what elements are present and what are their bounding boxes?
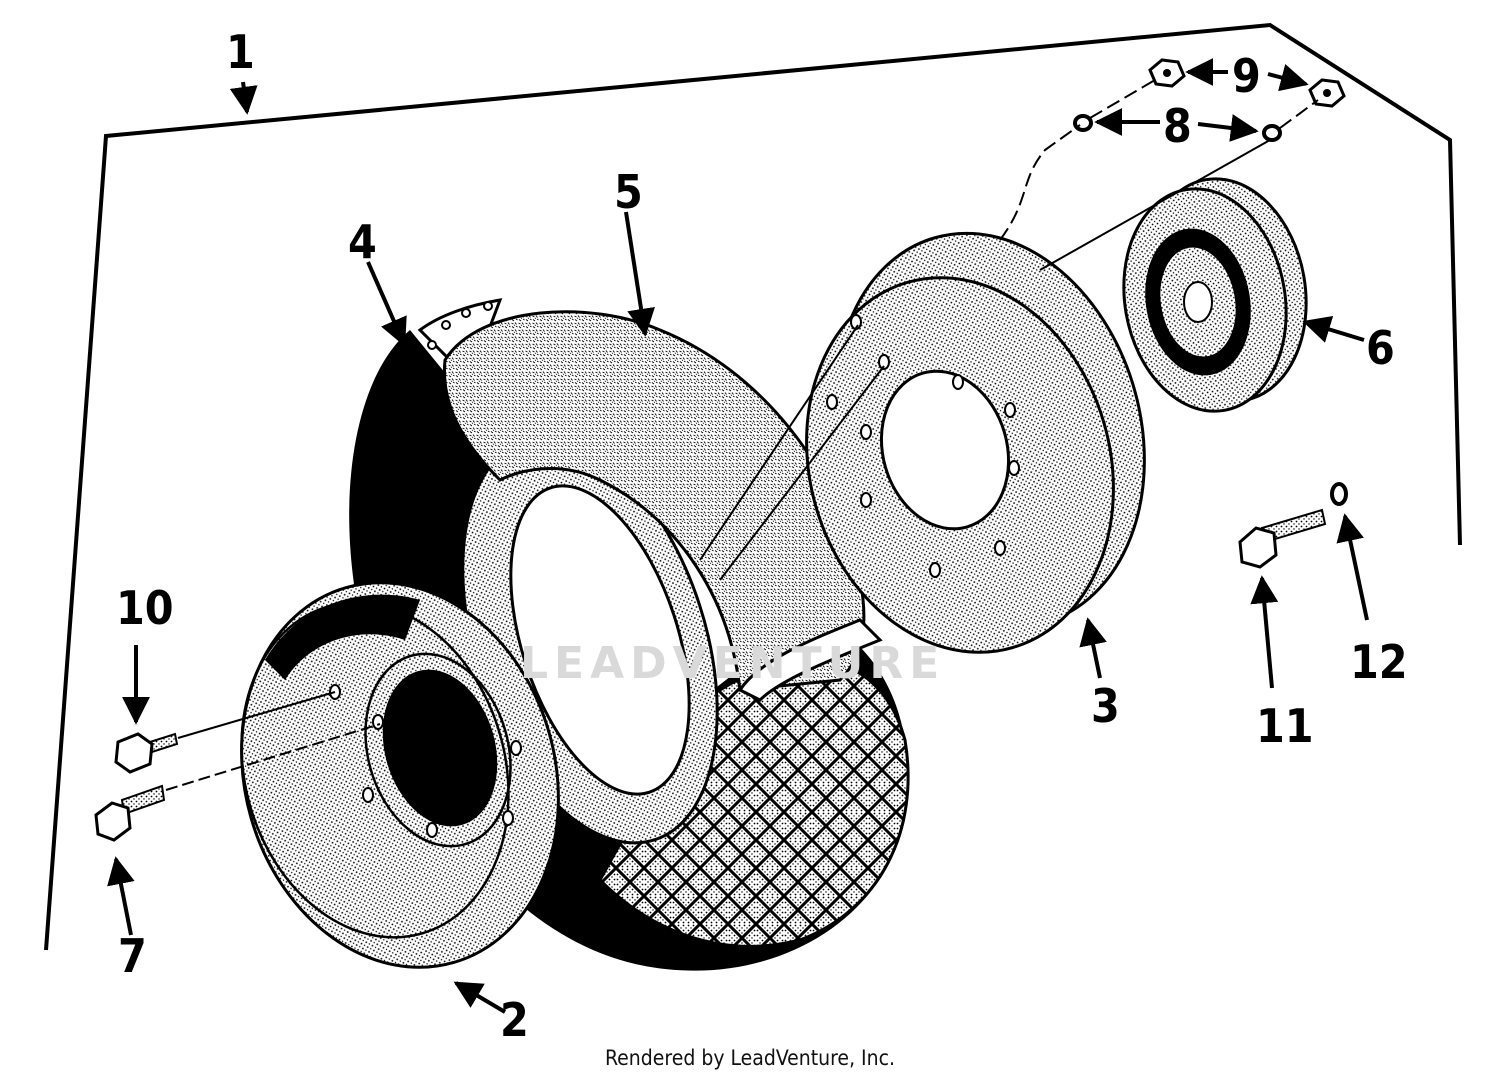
callout-4: 4	[348, 215, 377, 269]
callout-3: 3	[1091, 679, 1120, 733]
callout-9: 9	[1232, 49, 1261, 103]
leader-arrows	[107, 58, 1369, 1014]
callout-10: 10	[116, 581, 174, 635]
assembly-outline	[44, 22, 1462, 951]
callout-12: 12	[1350, 635, 1408, 689]
wheel-half-rear	[805, 231, 1146, 654]
wheel-half-front	[240, 581, 560, 969]
callout-7: 7	[118, 929, 147, 983]
watermark: LEADVENTURE	[520, 638, 945, 689]
wheel-hub	[1122, 177, 1308, 413]
bolt-11	[1238, 508, 1327, 569]
callout-6: 6	[1366, 321, 1395, 375]
assembly-lines	[165, 79, 1319, 791]
lock-washer-12	[1330, 482, 1348, 506]
footer-credit: Rendered by LeadVenture, Inc.	[605, 1046, 895, 1070]
bolt-7	[94, 784, 166, 842]
callout-8: 8	[1163, 99, 1192, 153]
callout-1: 1	[226, 25, 255, 79]
callout-labels: 1 4 5 9 8 6 10 3 12 11 7 2	[116, 25, 1408, 1047]
callout-11: 11	[1256, 699, 1314, 753]
bolt-10	[114, 732, 179, 774]
callout-2: 2	[500, 993, 529, 1047]
hex-nuts-9	[1148, 58, 1346, 108]
callout-5: 5	[614, 165, 643, 219]
